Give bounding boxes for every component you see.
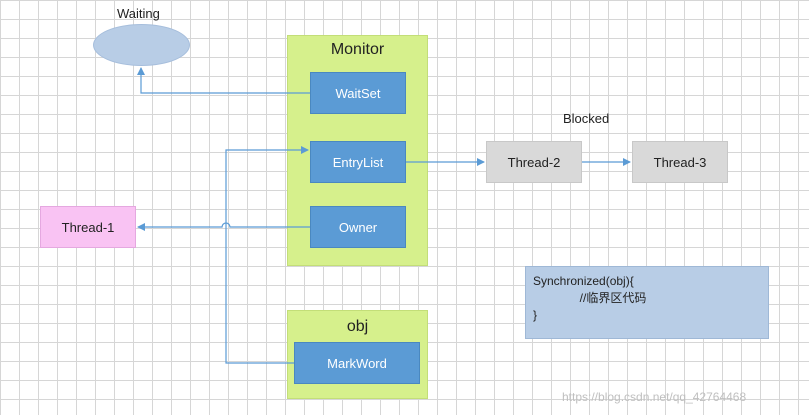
entrylist-box: EntryList	[310, 141, 406, 183]
thread-2-box: Thread-2	[486, 141, 582, 183]
waiting-label: Waiting	[117, 6, 160, 21]
thread-3-box: Thread-3	[632, 141, 728, 183]
waiting-ellipse	[93, 24, 190, 66]
thread-1-box: Thread-1	[40, 206, 136, 248]
waitset-box: WaitSet	[310, 72, 406, 114]
monitor-title: Monitor	[330, 41, 385, 58]
owner-box: Owner	[310, 206, 406, 248]
code-snippet: Synchronized(obj){ //临界区代码 }	[525, 266, 769, 339]
owner-to-thread1-arrow	[137, 222, 310, 231]
code-line-2: //临界区代码	[533, 291, 647, 305]
watermark: https://blog.csdn.net/qq_42764468	[562, 390, 747, 404]
markword-to-monitor-arrow	[225, 146, 309, 364]
code-line-1: Synchronized(obj){	[533, 274, 634, 288]
waitset-to-waiting-arrow	[137, 67, 310, 94]
markword-box: MarkWord	[294, 342, 420, 384]
blocked-label: Blocked	[563, 111, 610, 126]
code-line-3: }	[533, 308, 538, 322]
obj-title: obj	[346, 318, 369, 335]
